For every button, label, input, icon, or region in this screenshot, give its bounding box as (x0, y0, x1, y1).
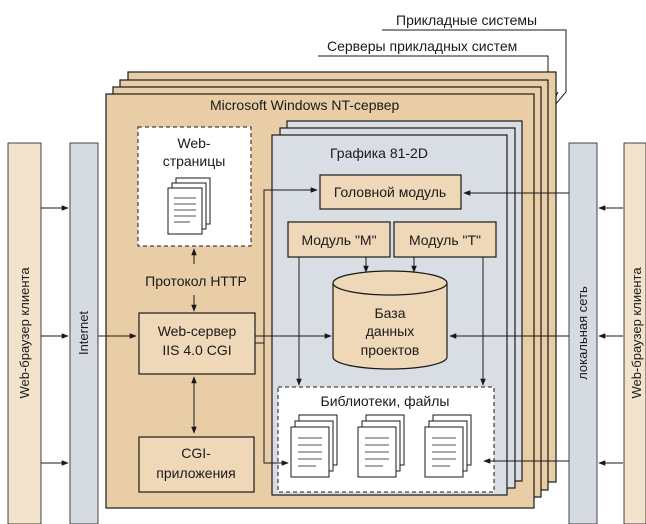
module-t-label: Модуль "T" (409, 232, 481, 248)
right-browser-label: Web-браузер клиента (629, 267, 644, 399)
nt-server-title: Microsoft Windows NT-сервер (210, 97, 400, 113)
head-module-box (319, 174, 462, 210)
cgi-apps-box (138, 436, 255, 493)
web-server-label-1: Web-сервер (158, 323, 237, 339)
label-applied-systems: Прикладные системы (396, 12, 537, 28)
local-net-label: локальная сеть (575, 286, 590, 380)
grafika-title: Графика 81-2D (330, 145, 428, 161)
module-t-box (393, 221, 497, 258)
module-m-box (287, 221, 391, 258)
local-net-bar (568, 142, 598, 524)
database-label-1: База (374, 305, 405, 321)
left-browser-label: Web-браузер клиента (17, 267, 32, 399)
label-applied-servers: Серверы прикладных систем (327, 38, 517, 54)
right-browser-bar (623, 142, 646, 524)
arrow-bus-to-libraries (263, 343, 289, 466)
database-label-3: проектов (361, 342, 420, 358)
database-label-2: данных (366, 323, 414, 339)
head-module-label: Головной модуль (334, 184, 446, 200)
web-server-label-2: IIS 4.0 CGI (162, 342, 231, 358)
libraries-label: Библиотеки, файлы (321, 393, 450, 409)
library-document-stack-2 (357, 414, 405, 478)
project-database-cylinder (332, 270, 448, 370)
web-pages-label-2: страницы (163, 153, 226, 169)
web-server-box (138, 312, 256, 375)
library-document-stack-1 (290, 414, 338, 478)
cgi-apps-label-2: приложения (156, 465, 235, 481)
web-pages-label-1: Web- (177, 135, 211, 151)
http-protocol-label: Протокол HTTP (145, 273, 247, 289)
document-stack-icon (167, 177, 211, 235)
module-m-label: Модуль "M" (301, 232, 376, 248)
left-browser-bar (7, 142, 42, 524)
cgi-apps-label-1: CGI- (181, 445, 211, 461)
internet-label: Internet (76, 311, 91, 355)
library-document-stack-3 (424, 414, 472, 478)
arrow-webserver-to-head-module (255, 187, 318, 344)
internet-bar (69, 142, 99, 524)
